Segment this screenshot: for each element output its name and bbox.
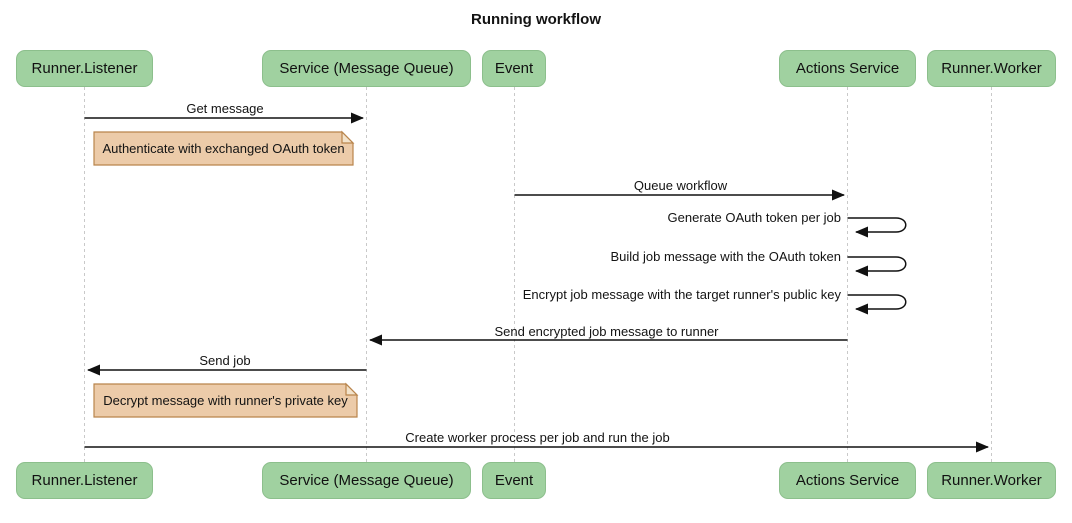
note-authenticate-shape bbox=[93, 131, 354, 166]
participant-label: Runner.Listener bbox=[31, 60, 138, 77]
participant-label: Service (Message Queue) bbox=[279, 472, 454, 489]
participant-label: Event bbox=[494, 60, 534, 77]
message-label-get-message: Get message bbox=[186, 101, 264, 116]
selfloop-build-job-message bbox=[847, 256, 907, 277]
participant-label: Actions Service bbox=[795, 472, 900, 489]
participant-bottom-event: Event bbox=[482, 462, 546, 499]
participant-top-runner-worker: Runner.Worker bbox=[927, 50, 1056, 87]
participant-label: Runner.Worker bbox=[941, 60, 1042, 77]
note-decrypt-fold bbox=[345, 382, 359, 396]
participant-label: Runner.Listener bbox=[31, 472, 138, 489]
lifelines bbox=[84, 87, 992, 462]
note-decrypt-shape bbox=[93, 383, 358, 418]
participant-top-actions-service: Actions Service bbox=[779, 50, 916, 87]
participant-top-runner-listener: Runner.Listener bbox=[16, 50, 153, 87]
participant-label: Event bbox=[494, 472, 534, 489]
message-label-send-encrypted-job-message: Send encrypted job message to runner bbox=[494, 324, 719, 339]
participant-top-service-message-queue: Service (Message Queue) bbox=[262, 50, 471, 87]
participant-label: Runner.Worker bbox=[941, 472, 1042, 489]
participant-bottom-service-message-queue: Service (Message Queue) bbox=[262, 462, 471, 499]
message-label-send-job: Send job bbox=[199, 353, 251, 368]
participant-label: Service (Message Queue) bbox=[279, 60, 454, 77]
participant-bottom-runner-worker: Runner.Worker bbox=[927, 462, 1056, 499]
selfloop-generate-oauth-token bbox=[847, 217, 907, 238]
message-label-queue-workflow: Queue workflow bbox=[633, 178, 728, 193]
selfloop-encrypt-job-message bbox=[847, 294, 907, 315]
message-label-build-job-message: Build job message with the OAuth token bbox=[610, 249, 841, 264]
message-label-generate-oauth-token: Generate OAuth token per job bbox=[667, 210, 841, 225]
note-authenticate-text: Authenticate with exchanged OAuth token bbox=[102, 141, 345, 156]
message-label-encrypt-job-message: Encrypt job message with the target runn… bbox=[522, 287, 841, 302]
message-arrows bbox=[84, 112, 989, 453]
message-label-create-worker-process: Create worker process per job and run th… bbox=[405, 430, 670, 445]
participant-bottom-actions-service: Actions Service bbox=[779, 462, 916, 499]
participant-bottom-runner-listener: Runner.Listener bbox=[16, 462, 153, 499]
diagram-title: Running workflow bbox=[471, 11, 601, 28]
participant-top-event: Event bbox=[482, 50, 546, 87]
note-authenticate-fold bbox=[341, 130, 355, 144]
note-decrypt-text: Decrypt message with runner's private ke… bbox=[103, 393, 348, 408]
note-shapes bbox=[93, 130, 359, 418]
participant-label: Actions Service bbox=[795, 60, 900, 77]
